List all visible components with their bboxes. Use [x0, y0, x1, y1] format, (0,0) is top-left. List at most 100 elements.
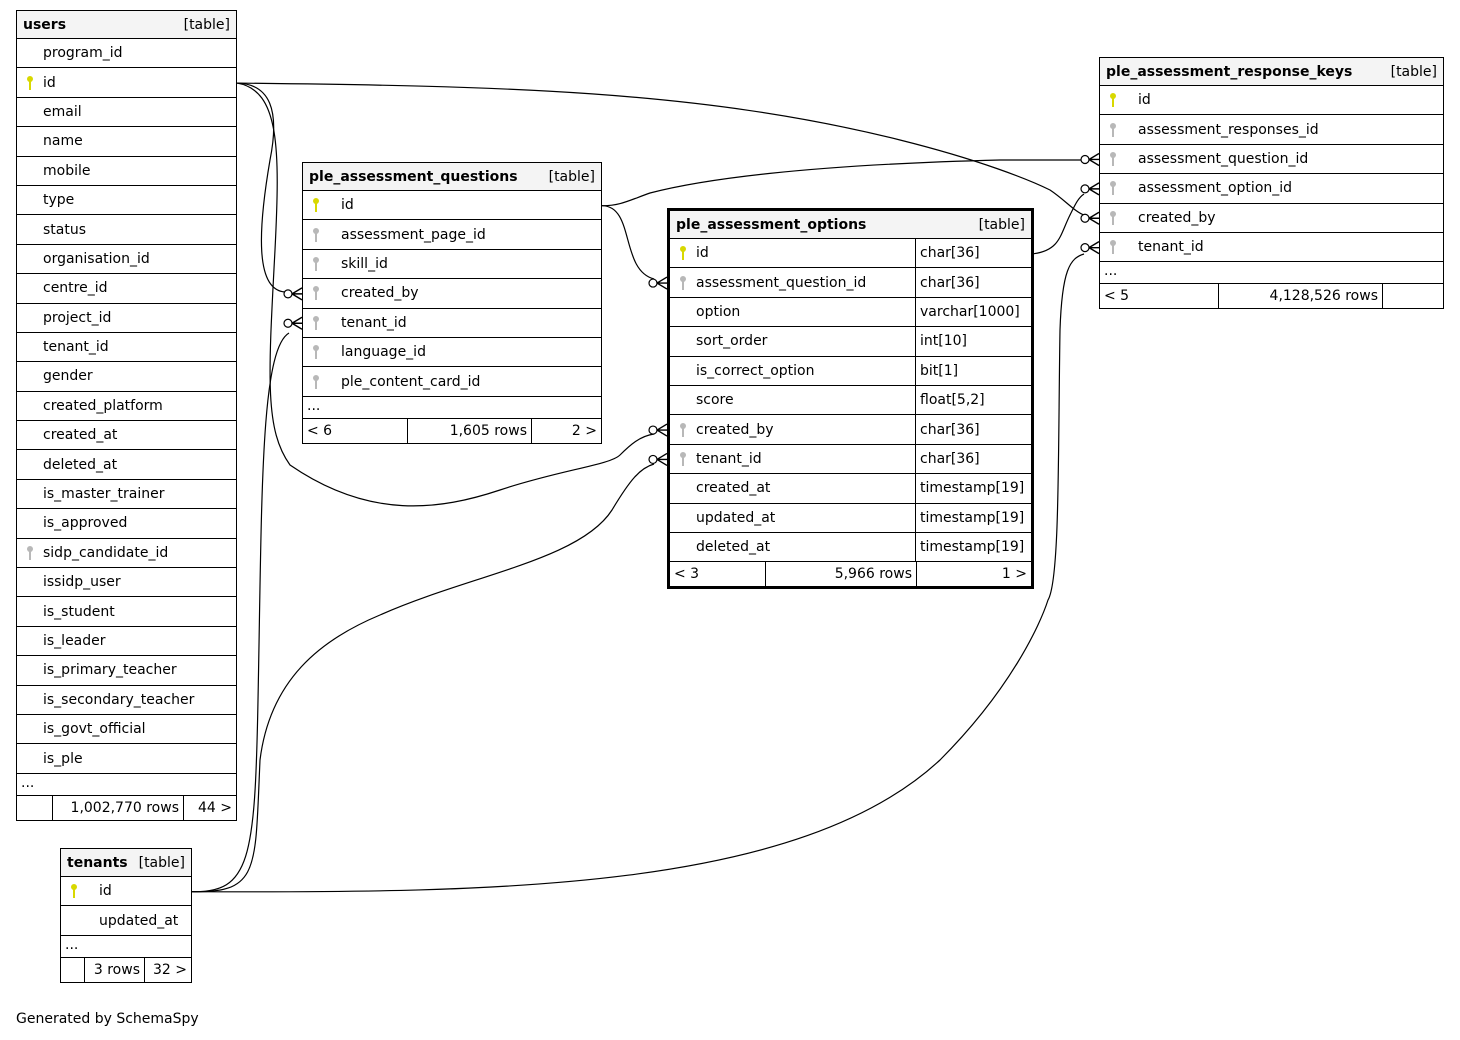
- parents-link[interactable]: < 6: [303, 418, 408, 443]
- children-link[interactable]: 32 >: [153, 961, 187, 978]
- parents-link[interactable]: < 5: [1100, 284, 1219, 309]
- column-row[interactable]: updated_at: [61, 906, 191, 936]
- column-name: option: [696, 303, 741, 320]
- column-row[interactable]: ple_content_card_id: [303, 367, 601, 397]
- column-row[interactable]: type: [17, 186, 236, 216]
- column-row[interactable]: assessment_question_id: [1100, 145, 1443, 175]
- more-columns[interactable]: ...: [1100, 262, 1443, 285]
- column-row[interactable]: sidp_candidate_id: [17, 539, 236, 569]
- column-row[interactable]: created_platform: [17, 392, 236, 422]
- column-row[interactable]: is_govt_official: [17, 715, 236, 745]
- column-row[interactable]: project_id: [17, 304, 236, 333]
- column-row[interactable]: is_approved: [17, 509, 236, 539]
- column-name: skill_id: [341, 255, 388, 272]
- table-name[interactable]: tenants: [67, 854, 128, 871]
- foreign-key-icon: [670, 451, 696, 466]
- column-row[interactable]: name: [17, 127, 236, 157]
- column-row[interactable]: is_leader: [17, 627, 236, 657]
- column-row[interactable]: skill_id: [303, 250, 601, 280]
- column-row[interactable]: tenant_id: [1100, 233, 1443, 263]
- table-header[interactable]: ple_assessment_options [table]: [670, 211, 1031, 239]
- column-row[interactable]: organisation_id: [17, 245, 236, 275]
- crows-foot-icon: [656, 276, 668, 290]
- column-row[interactable]: mobile: [17, 157, 236, 186]
- foreign-key-icon: [17, 545, 43, 560]
- parents-link[interactable]: < 3: [670, 562, 766, 587]
- table-name[interactable]: users: [23, 16, 67, 33]
- column-row[interactable]: id: [61, 877, 191, 907]
- column-row[interactable]: tenant_id: [303, 309, 601, 338]
- column-name: id: [99, 883, 112, 900]
- parents-link[interactable]: [61, 957, 85, 982]
- column-row[interactable]: id: [1100, 86, 1443, 116]
- column-name: organisation_id: [43, 250, 150, 267]
- table-header[interactable]: ple_assessment_response_keys [table]: [1100, 58, 1443, 86]
- column-row[interactable]: deleted_at: [17, 450, 236, 480]
- children-link[interactable]: [1383, 284, 1443, 308]
- table-name[interactable]: ple_assessment_response_keys: [1106, 63, 1353, 80]
- more-columns[interactable]: ...: [303, 397, 601, 419]
- crows-foot-icon: [291, 287, 303, 301]
- column-row[interactable]: assessment_option_id: [1100, 174, 1443, 204]
- more-columns[interactable]: ...: [17, 774, 236, 796]
- table-name[interactable]: ple_assessment_options: [676, 216, 867, 233]
- table-header[interactable]: tenants [table]: [61, 849, 191, 877]
- crows-foot-icon: [1088, 211, 1100, 225]
- column-row[interactable]: centre_id: [17, 274, 236, 304]
- column-row[interactable]: is_ple: [17, 744, 236, 774]
- foreign-key-icon: [680, 422, 686, 437]
- column-row[interactable]: id: [303, 191, 601, 221]
- children-link[interactable]: 1 >: [1001, 566, 1027, 583]
- column-row[interactable]: tenant_id: [17, 333, 236, 363]
- foreign-key-icon: [303, 227, 329, 242]
- column-name: created_at: [696, 480, 771, 497]
- table-kind: [table]: [978, 216, 1025, 233]
- table-header[interactable]: ple_assessment_questions [table]: [303, 163, 601, 191]
- column-row[interactable]: language_id: [303, 338, 601, 368]
- column-row[interactable]: status: [17, 215, 236, 245]
- parents-link[interactable]: [17, 795, 53, 820]
- column-row[interactable]: is_secondary_teacher: [17, 686, 236, 715]
- foreign-key-icon: [303, 345, 329, 360]
- column-type: char[36]: [915, 239, 1031, 268]
- column-row[interactable]: is_master_trainer: [17, 480, 236, 510]
- row-count: 4,128,526 rows: [1219, 284, 1383, 309]
- table-header[interactable]: users [table]: [17, 11, 236, 39]
- children-link[interactable]: 44 >: [198, 799, 232, 816]
- more-columns[interactable]: ...: [61, 936, 191, 958]
- column-name: language_id: [341, 344, 426, 361]
- foreign-key-icon: [303, 374, 329, 389]
- column-row[interactable]: assessment_responses_id: [1100, 115, 1443, 145]
- column-row[interactable]: email: [17, 98, 236, 128]
- column-row[interactable]: created_by: [1100, 204, 1443, 233]
- column-name: created_by: [696, 421, 774, 438]
- column-row[interactable]: is_primary_teacher: [17, 656, 236, 686]
- column-row[interactable]: created_by: [303, 279, 601, 309]
- column-type: bit[1]: [915, 356, 1031, 385]
- children-link[interactable]: 2 >: [571, 422, 597, 439]
- table-name[interactable]: ple_assessment_questions: [309, 168, 518, 185]
- column-row[interactable]: assessment_page_id: [303, 220, 601, 250]
- column-row[interactable]: gender: [17, 362, 236, 392]
- column-row[interactable]: id: [17, 68, 236, 98]
- column-row[interactable]: is_student: [17, 597, 236, 627]
- column-row[interactable]: created_at: [17, 421, 236, 451]
- column-row[interactable]: issidp_user: [17, 568, 236, 598]
- column-row[interactable]: program_id: [17, 39, 236, 69]
